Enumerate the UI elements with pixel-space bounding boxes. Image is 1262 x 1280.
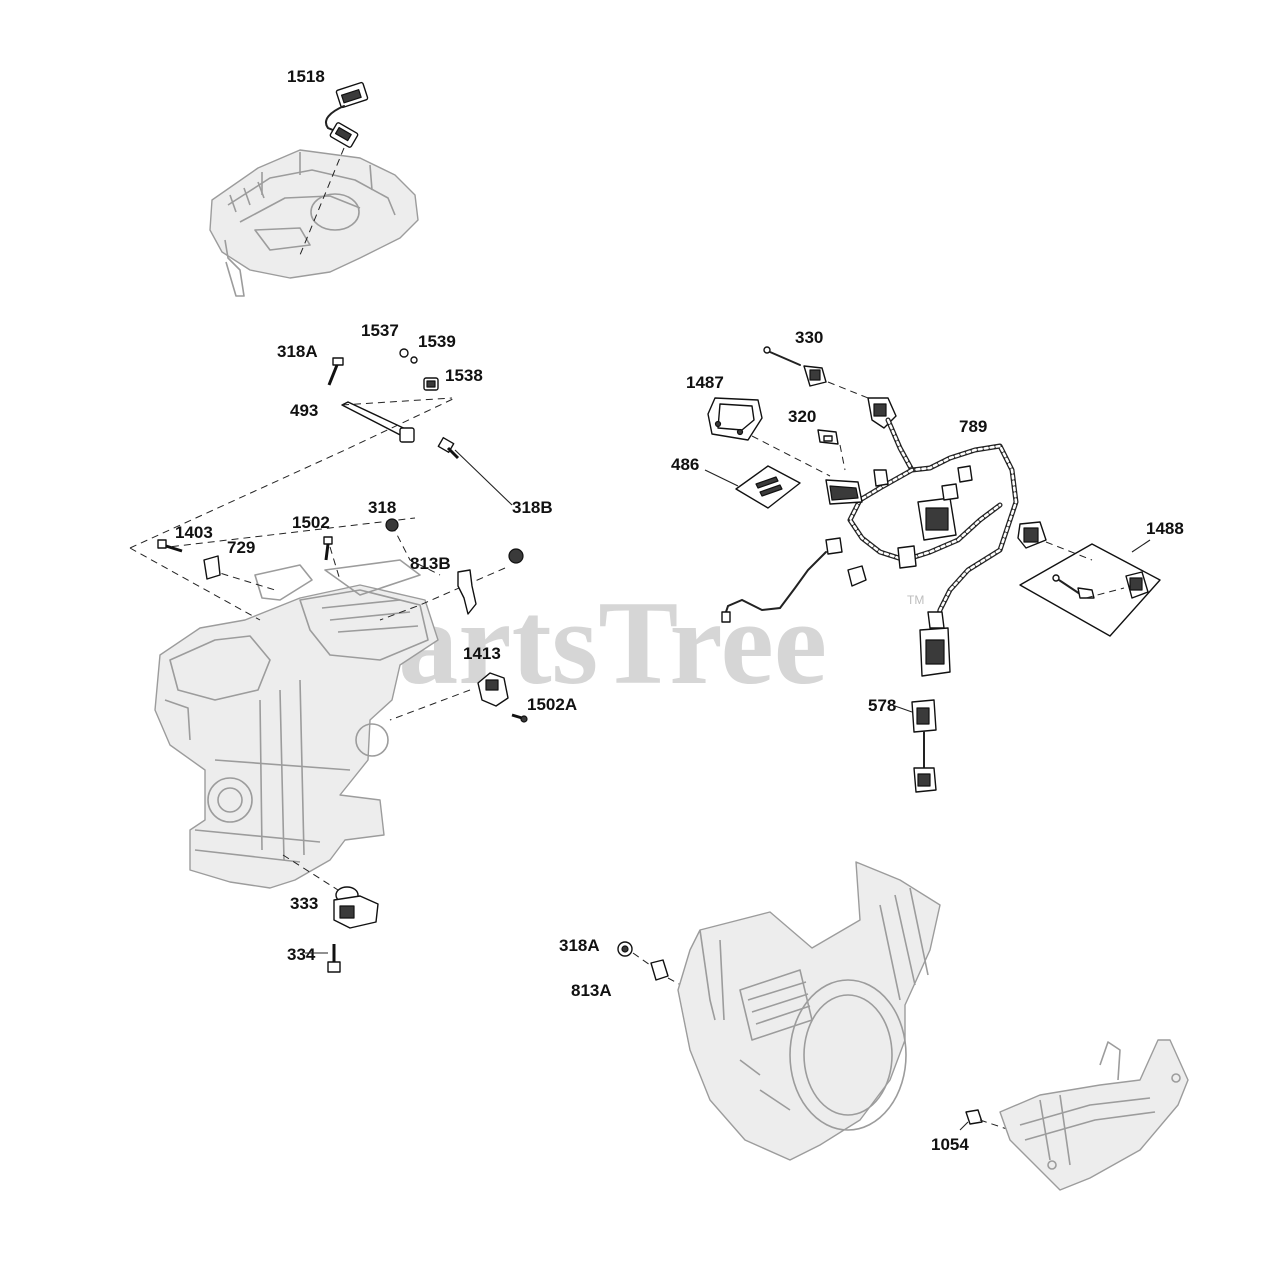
part-1487-module [707,397,763,441]
callout-318A-top: 318A [277,342,318,361]
part-1537-washer [399,348,409,358]
callout-318A-bottom: 318A [559,936,600,955]
callout-318B: 318B [512,498,553,517]
callout-493: 493 [290,401,318,420]
part-493-bracket [341,397,453,443]
part-333-sensor [333,886,379,929]
part-318-nut [385,518,399,532]
part-1488-kit [1019,543,1161,637]
callout-578: 578 [868,696,896,715]
part-1403-bolt [157,539,183,553]
engine-block-illustration [154,559,439,889]
callout-789: 789 [959,417,987,436]
callout-1054: 1054 [931,1135,969,1154]
callout-813B: 813B [410,554,451,573]
watermark-trademark: TM [907,593,924,607]
callout-1487: 1487 [686,373,724,392]
callout-1488: 1488 [1146,519,1184,538]
blower-housing-illustration [677,861,941,1161]
part-813B-clip [457,569,477,615]
callout-1518: 1518 [287,67,325,86]
callout-1537: 1537 [361,321,399,340]
part-1518-switch [325,81,369,148]
callout-1539: 1539 [418,332,456,351]
part-1538-connector [423,377,439,391]
part-320-fuse [817,429,839,445]
part-729-clip [203,555,221,580]
callout-318: 318 [368,498,396,517]
side-cover-illustration [999,1039,1189,1191]
callout-1403: 1403 [175,523,213,542]
part-578-adapter [911,699,937,793]
callout-813A: 813A [571,981,612,1000]
part-318B-nut [508,548,524,564]
part-486-fuse-kit [735,465,801,509]
callout-486: 486 [671,455,699,474]
part-1502A-screw [511,713,528,723]
callout-320: 320 [788,407,816,426]
callout-330: 330 [795,328,823,347]
callout-334: 334 [287,945,316,964]
part-1054-clip [965,1109,983,1125]
callout-1502A: 1502A [527,695,577,714]
callout-1502: 1502 [292,513,330,532]
part-1413-sensor [477,672,509,707]
part-318A-screw-top [327,357,344,386]
part-330-sensor [763,346,827,387]
part-1502-bolt [323,536,333,561]
callout-333: 333 [290,894,318,913]
part-318B-bolt [437,436,460,460]
top-cover-illustration [209,149,419,297]
part-318A-bolt-bottom [617,941,633,957]
callout-1538: 1538 [445,366,483,385]
callout-1413: 1413 [463,644,501,663]
part-813A-clip [650,959,669,981]
part-334-bolt [305,944,341,973]
callout-729: 729 [227,538,255,557]
part-1539-washer [410,356,418,364]
part-789-harness [721,397,1047,677]
